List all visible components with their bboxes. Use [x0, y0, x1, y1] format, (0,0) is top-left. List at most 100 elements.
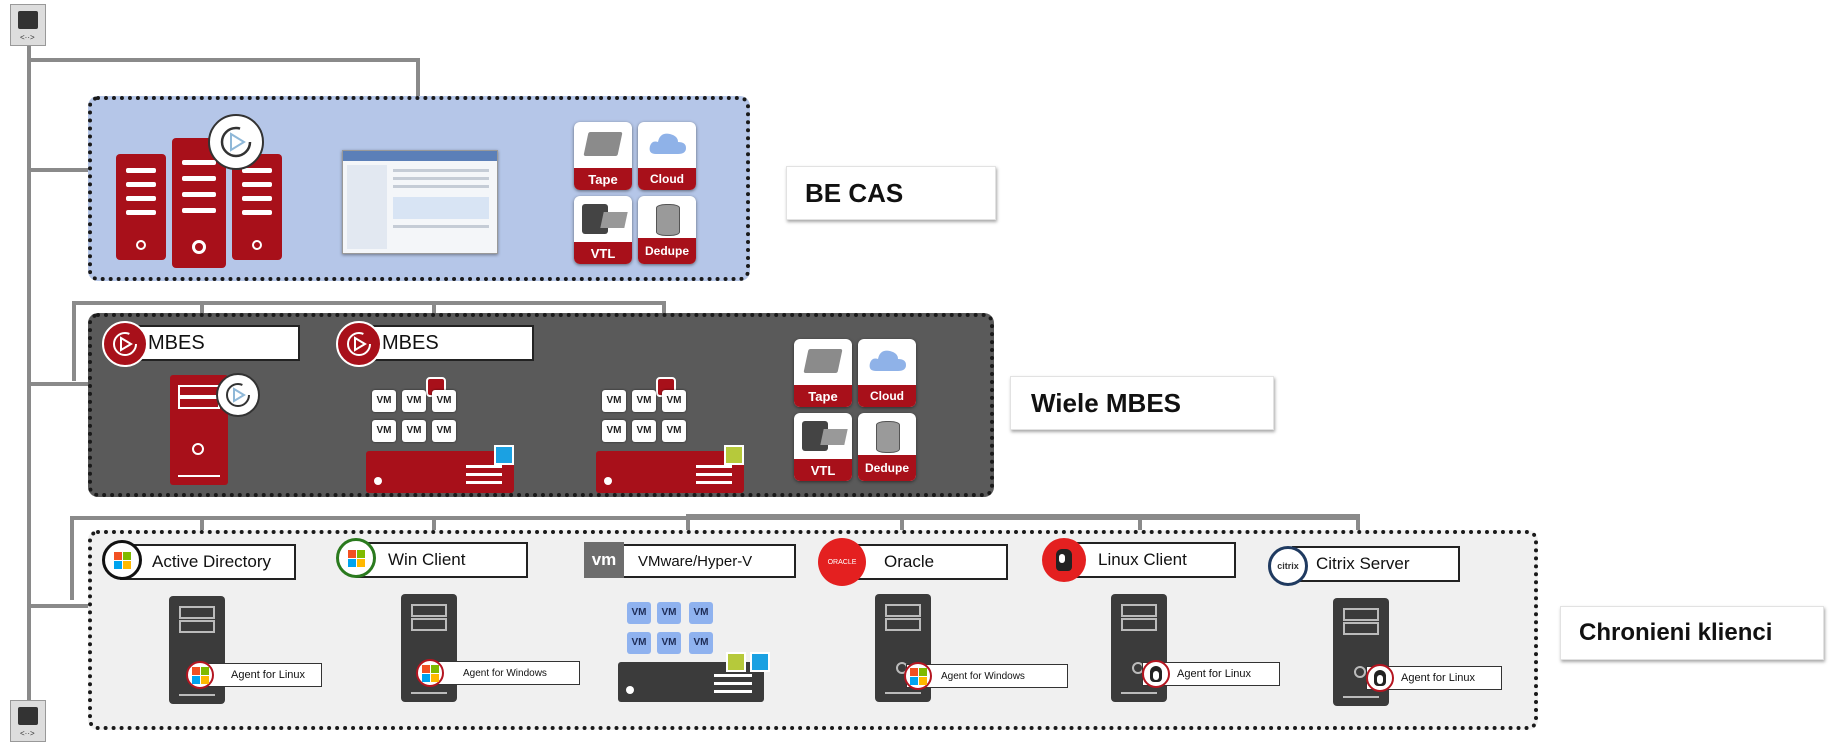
network-trunk	[27, 46, 31, 700]
connector	[27, 58, 420, 62]
tape-tile: Tape	[574, 122, 632, 190]
vm-box: VM	[402, 420, 426, 442]
connector	[432, 516, 436, 542]
vm-box: VM	[372, 420, 396, 442]
connector	[432, 301, 436, 323]
client-label: VMware/Hyper-V	[638, 552, 753, 570]
mbes-label: MBES	[148, 331, 205, 354]
windows-icon	[102, 540, 142, 580]
windows-icon	[750, 652, 770, 672]
vm-box: VM	[627, 632, 651, 654]
tape-tile: Tape	[794, 339, 852, 407]
tape-icon	[803, 349, 843, 373]
vm-box: VM	[432, 390, 456, 412]
connector	[27, 168, 89, 172]
linux-icon	[1142, 660, 1170, 688]
network-port-icon: <··>	[10, 700, 46, 742]
dedupe-label: Dedupe	[638, 238, 696, 264]
vm-box: VM	[402, 390, 426, 412]
vm-box: VM	[662, 420, 686, 442]
connector	[200, 516, 204, 542]
client-label: Citrix Server	[1316, 554, 1410, 573]
agent-box: Agent for Windows	[906, 664, 1068, 688]
clients-callout: Chronieni klienci	[1560, 606, 1824, 660]
dedupe-tile: Dedupe	[638, 196, 696, 264]
client-label-box: Linux Client	[1070, 542, 1236, 578]
host-chassis	[366, 451, 514, 493]
backup-play-icon	[216, 373, 260, 417]
connector	[900, 514, 904, 544]
cas-callout-text: BE CAS	[805, 177, 904, 208]
vm-box: VM	[632, 390, 656, 412]
agent-box: Agent for Windows	[428, 661, 580, 685]
client-label: Win Client	[388, 550, 466, 569]
vtl-tile: VTL	[794, 413, 852, 481]
mbes-label: MBES	[382, 331, 439, 354]
tape-label: Tape	[574, 168, 632, 190]
tape-icon	[583, 132, 623, 156]
agent-label: Agent for Linux	[1401, 672, 1475, 684]
connector	[200, 301, 204, 323]
cloud-icon	[649, 133, 686, 154]
backup-play-icon	[102, 321, 148, 367]
vm-box: VM	[627, 602, 651, 624]
client-label-box: Win Client	[356, 542, 528, 578]
windows-icon	[186, 661, 214, 689]
vmware-icon	[726, 652, 746, 672]
windows-icon	[336, 538, 376, 578]
vtl-label: VTL	[574, 242, 632, 264]
client-label-box: Active Directory	[120, 544, 296, 580]
windows-icon	[904, 662, 932, 690]
console-screenshot	[342, 150, 498, 254]
mbes-label-box: MBES	[126, 325, 300, 361]
client-label: Linux Client	[1098, 550, 1187, 569]
tape-label: Tape	[794, 385, 852, 407]
linux-icon	[1042, 538, 1086, 582]
backup-play-icon	[336, 321, 382, 367]
connector	[686, 514, 690, 542]
windows-icon	[416, 659, 444, 687]
client-label-box: Oracle	[848, 544, 1008, 580]
windows-icon	[494, 445, 514, 465]
cas-zone: Tape Cloud VTL Dedupe	[88, 96, 750, 281]
vm-box: VM	[602, 390, 626, 412]
dedupe-tile: Dedupe	[858, 413, 916, 481]
mbes-callout: Wiele MBES	[1010, 376, 1274, 430]
connector	[27, 382, 89, 386]
vm-box: VM	[689, 602, 713, 624]
connector	[72, 301, 666, 305]
vtl-tile: VTL	[574, 196, 632, 264]
dedupe-icon	[656, 204, 680, 236]
dedupe-icon	[876, 421, 900, 453]
connector	[27, 604, 89, 608]
connector	[686, 514, 1360, 518]
citrix-logo-text: citrix	[1277, 561, 1299, 571]
vmware-icon: vm	[584, 542, 624, 578]
mbes-zone: MBES MBES VM VM VM VM VM VM VM VM VM VM …	[88, 313, 994, 497]
agent-label: Agent for Windows	[463, 667, 547, 679]
client-label: Active Directory	[152, 552, 272, 571]
vm-box: VM	[662, 390, 686, 412]
client-label: Oracle	[884, 552, 935, 571]
network-port-icon: <··>	[10, 4, 46, 46]
citrix-icon: citrix	[1268, 546, 1308, 586]
vm-box: VM	[372, 390, 396, 412]
vmware-icon	[724, 445, 744, 465]
vm-box: VM	[657, 602, 681, 624]
cloud-label: Cloud	[638, 168, 696, 190]
cloud-label: Cloud	[858, 385, 916, 407]
cas-callout: BE CAS	[786, 166, 996, 220]
connector	[70, 516, 1360, 520]
cloud-tile: Cloud	[638, 122, 696, 190]
mbes-callout-text: Wiele MBES	[1031, 387, 1182, 418]
connector	[416, 58, 420, 98]
agent-label: Agent for Linux	[1177, 668, 1251, 680]
cloud-icon	[869, 350, 906, 371]
dedupe-label: Dedupe	[858, 455, 916, 481]
connector	[72, 301, 76, 381]
vm-box: VM	[432, 420, 456, 442]
clients-callout-text: Chronieni klienci	[1579, 619, 1773, 646]
linux-icon	[1366, 664, 1394, 692]
client-label-box: VMware/Hyper-V	[600, 544, 796, 578]
agent-label: Agent for Linux	[231, 669, 305, 681]
